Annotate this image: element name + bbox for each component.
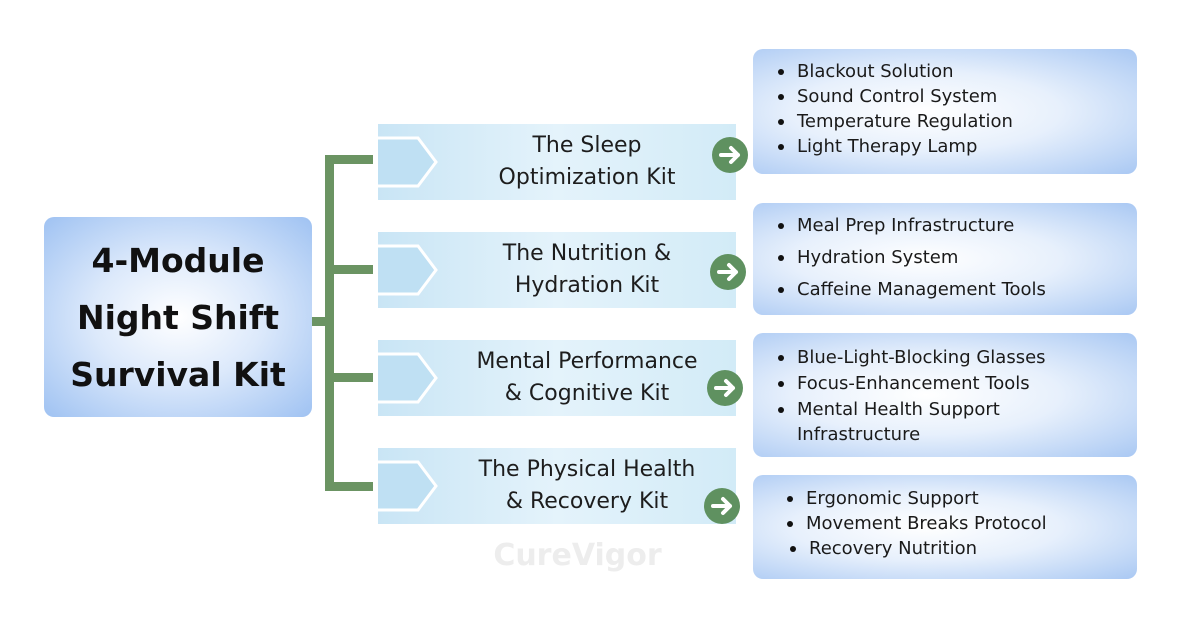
detail-box-nutrition: Meal Prep Infrastructure Hydration Syste… (753, 203, 1137, 315)
list-item: Temperature Regulation (775, 109, 1127, 134)
list-item: Mental Health Support Infrastructure (775, 397, 1127, 447)
connector-root-stub (312, 317, 330, 326)
watermark: CureVigor (493, 538, 662, 573)
module-label: The Physical Health & Recovery Kit (478, 457, 696, 514)
connector-trunk (325, 155, 334, 491)
detail-box-sleep: Blackout Solution Sound Control System T… (753, 49, 1137, 174)
detail-box-mental: Blue-Light-Blocking Glasses Focus-Enhanc… (753, 333, 1137, 457)
list-item: Blue-Light-Blocking Glasses (775, 345, 1127, 370)
module-label: Mental Performance & Cognitive Kit (476, 349, 698, 406)
detail-list: Ergonomic Support Movement Breaks Protoc… (784, 486, 1127, 561)
list-item: Hydration System (775, 245, 1127, 270)
detail-list: Blackout Solution Sound Control System T… (775, 59, 1127, 159)
list-item: Ergonomic Support (784, 486, 1127, 511)
list-item: Light Therapy Lamp (775, 134, 1127, 159)
chevron-notch-icon (378, 244, 438, 296)
chevron-notch-icon (378, 136, 438, 188)
module-label: The Nutrition & Hydration Kit (502, 241, 672, 298)
list-item: Sound Control System (775, 84, 1127, 109)
root-title: 4-Module Night Shift Survival Kit (70, 232, 286, 403)
detail-list: Blue-Light-Blocking Glasses Focus-Enhanc… (775, 345, 1127, 447)
detail-box-physical: Ergonomic Support Movement Breaks Protoc… (753, 475, 1137, 579)
arrow-right-circle-icon (710, 254, 746, 290)
list-item: Meal Prep Infrastructure (775, 213, 1127, 238)
list-item: Caffeine Management Tools (775, 277, 1127, 302)
module-sleep-optimization: The Sleep Optimization Kit (378, 124, 736, 200)
connector-branch-3 (325, 373, 373, 382)
module-nutrition-hydration: The Nutrition & Hydration Kit (378, 232, 736, 308)
module-physical-recovery: The Physical Health & Recovery Kit (378, 448, 736, 524)
module-label: The Sleep Optimization Kit (498, 133, 676, 190)
arrow-right-circle-icon (707, 370, 743, 406)
module-mental-cognitive: Mental Performance & Cognitive Kit (378, 340, 736, 416)
list-item: Blackout Solution (775, 59, 1127, 84)
arrow-right-circle-icon (712, 137, 748, 173)
list-item: Recovery Nutrition (787, 536, 1127, 561)
connector-branch-4 (325, 482, 373, 491)
connector-branch-1 (325, 155, 373, 164)
root-title-line-3: Survival Kit (70, 354, 286, 394)
connector-branch-2 (325, 265, 373, 274)
root-title-box: 4-Module Night Shift Survival Kit (44, 217, 312, 417)
root-title-line-2: Night Shift (76, 297, 279, 337)
list-item: Movement Breaks Protocol (784, 511, 1127, 536)
list-item: Focus-Enhancement Tools (775, 371, 1127, 396)
root-title-line-1: 4-Module (91, 240, 265, 280)
chevron-notch-icon (378, 352, 438, 404)
arrow-right-circle-icon (704, 488, 740, 524)
chevron-notch-icon (378, 460, 438, 512)
detail-list: Meal Prep Infrastructure Hydration Syste… (775, 213, 1127, 302)
